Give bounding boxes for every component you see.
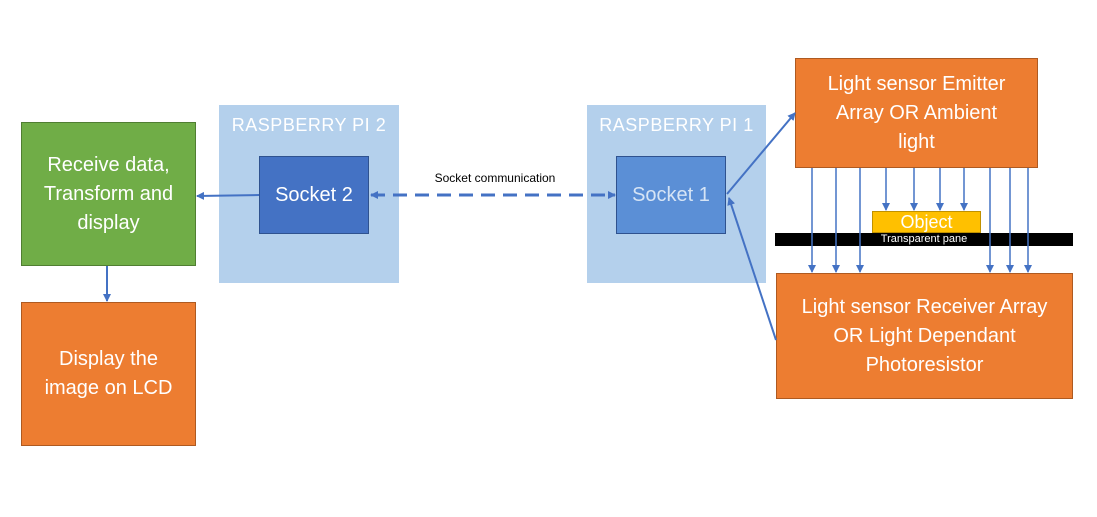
transparent-pane: Transparent pane — [775, 233, 1073, 246]
socket-2-label: Socket 2 — [275, 183, 353, 206]
raspberry-pi-2-container: RASPBERRY PI 2 — [219, 105, 399, 283]
socket-1-label: Socket 1 — [632, 183, 710, 206]
arrow-socket2-to-receive — [196, 191, 260, 200]
transparent-pane-label: Transparent pane — [880, 233, 968, 245]
emitter-box-text: Light sensor Emitter Array OR Ambient li… — [827, 72, 1006, 153]
emitter-array-box: Light sensor Emitter Array OR Ambient li… — [795, 58, 1038, 168]
socket-2-box: Socket 2 — [259, 156, 369, 234]
receive-transform-display-box: Receive data, Transform and display — [21, 122, 196, 266]
object-box: Object — [872, 211, 981, 233]
receiver-array-box: Light sensor Receiver Array OR Light Dep… — [776, 273, 1073, 399]
receiver-box-text: Light sensor Receiver Array OR Light Dep… — [801, 295, 1048, 376]
socket-communication-label: Socket communication — [434, 171, 556, 185]
display-lcd-box: Display the image on LCD — [21, 302, 196, 446]
receive-box-text: Receive data, Transform and display — [43, 153, 174, 234]
socket-1-box: Socket 1 — [616, 156, 726, 234]
arrow-receiver-to-socket1 — [727, 197, 777, 341]
raspberry-pi-1-title: RASPBERRY PI 1 — [599, 115, 754, 135]
display-box-text: Display the image on LCD — [44, 348, 173, 399]
raspberry-pi-2-title: RASPBERRY PI 2 — [231, 115, 387, 135]
object-label: Object — [900, 212, 953, 232]
arrow-socket1-to-emitter — [726, 112, 796, 195]
